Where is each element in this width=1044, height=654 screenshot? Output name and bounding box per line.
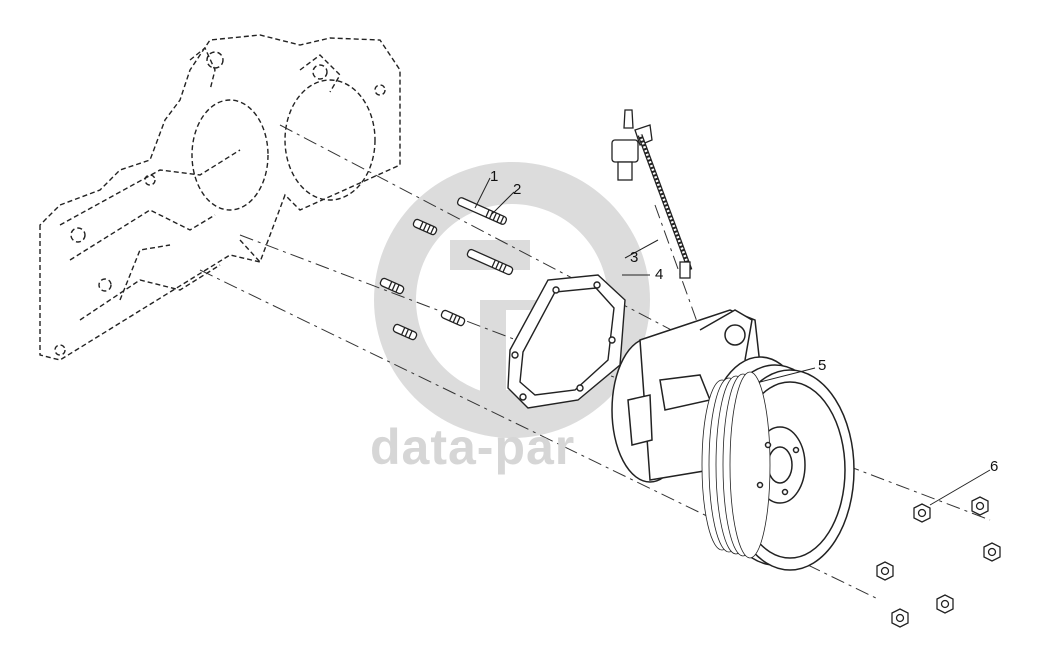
nut [913,503,931,523]
nut [876,561,894,581]
callout-3: 3 [630,249,638,266]
stud [456,197,508,225]
engine-front-cover [39,34,401,361]
stud [412,218,438,236]
stud-group [379,197,514,341]
water-pump [611,309,855,571]
gasket [507,274,626,409]
stud [379,277,405,295]
nut-group [876,496,1001,628]
temperature-sensor [611,109,693,279]
callout-1: 1 [490,168,498,185]
nut [983,542,1001,562]
callout-6: 6 [990,458,998,475]
nut [891,608,909,628]
callout-4: 4 [655,266,663,283]
nut [971,496,989,516]
stud [392,323,418,341]
nut [936,594,954,614]
callout-5: 5 [818,357,826,374]
callout-2: 2 [513,181,521,198]
stud [466,248,514,276]
watermark-text: data-par [370,419,576,475]
leader-lines [474,177,991,506]
stud [440,309,466,327]
